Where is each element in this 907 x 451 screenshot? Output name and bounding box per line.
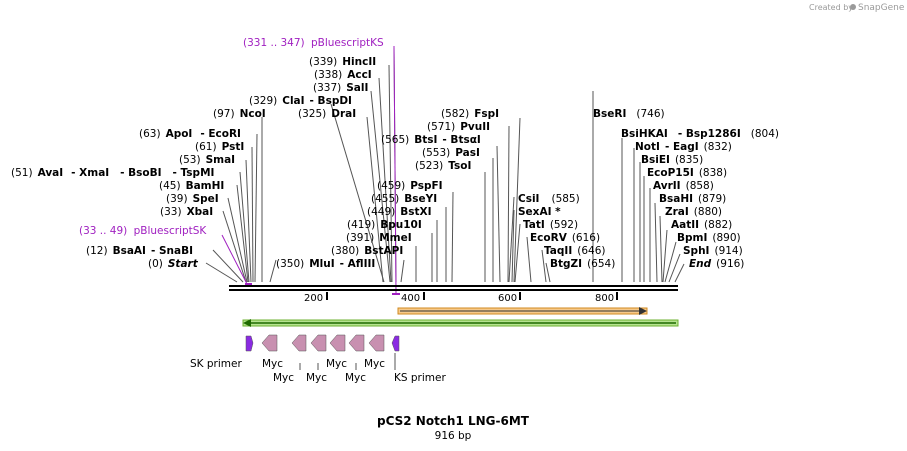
site-bsahi: BsaHI(879) — [659, 193, 726, 205]
site-bsiei: BsiEI(835) — [641, 154, 703, 166]
site-aatii: AatII(882) — [671, 219, 732, 231]
site-pspfi: (459)PspFI — [377, 180, 443, 192]
ks-primer-site-mark — [392, 293, 400, 295]
sequence-backbone — [229, 285, 678, 291]
features-row — [245, 334, 400, 370]
site-bamhi: (45)BamHI — [159, 180, 224, 192]
map-title: pCS2 Notch1 LNG-6MT — [377, 414, 530, 428]
brand-text: SnapGene — [858, 3, 905, 13]
site-bpu10i: (419)Bpu10I — [347, 219, 422, 231]
primer-connector-lines — [221, 45, 397, 294]
site-btsi: (565)BtsI- BtsαI — [381, 134, 481, 146]
left-site-labels: (339)HincII (338)AccI (337)SalI (329)Cla… — [11, 56, 376, 270]
myc-label-1: Myc — [262, 358, 283, 370]
site-bsihkai: BsiHKAI- Bsp1286I(804) — [621, 128, 779, 140]
myc-label-3: Myc — [306, 372, 327, 384]
tick-label-200: 200 — [304, 293, 323, 304]
site-taqii: TaqII(646) — [544, 245, 605, 257]
site-clai: (329)ClaI- BspDI — [249, 95, 352, 107]
site-spei: (39)SpeI — [166, 193, 219, 205]
tick-label-800: 800 — [595, 293, 614, 304]
myc-label-5: Myc — [345, 372, 366, 384]
map-subtitle: 916 bp — [435, 430, 472, 442]
site-ncoi: (97)NcoI — [213, 108, 266, 120]
site-csii: CsiI(585) — [518, 193, 580, 205]
middle-site-labels: (582)FspI (571)PvuII (565)BtsI- BtsαI (5… — [331, 108, 499, 257]
site-hincii: (339)HincII — [309, 56, 376, 68]
site-btgzi: BtgZI(654) — [550, 258, 615, 270]
site-tsoi: (523)TsoI — [415, 160, 471, 172]
right-site-labels: BseRI(746) BsiHKAI- Bsp1286I(804) NotI- … — [518, 108, 779, 270]
site-pvuii: (571)PvuII — [427, 121, 490, 133]
site-ecorv: EcoRV(616) — [530, 232, 600, 244]
site-end: End(916) — [689, 258, 744, 270]
primer-binding-marks — [245, 283, 400, 295]
myc-tag-2 — [291, 334, 307, 352]
site-acci: (338)AccI — [314, 69, 372, 81]
myc-tag-5 — [348, 334, 365, 352]
snapgene-logo — [850, 4, 856, 10]
ruler-ticks: 200 400 600 800 — [304, 292, 618, 304]
myc-label-2: Myc — [273, 372, 294, 384]
site-noti: NotI- EagI(832) — [635, 141, 732, 153]
myc-tag-6 — [368, 334, 385, 352]
sk-primer-site-mark — [245, 283, 252, 285]
myc-tag-4 — [329, 334, 346, 352]
site-fspi: (582)FspI — [441, 108, 499, 120]
site-bsaai: (12)BsaAI- SnaBI — [86, 245, 193, 257]
ks-primer-arrow — [391, 335, 400, 352]
site-mlui: (350)MluI- AflIII — [276, 258, 375, 270]
site-drai: (325)DraI — [298, 108, 356, 120]
site-xbai: (33)XbaI — [160, 206, 213, 218]
site-pasi: (553)PasI — [422, 147, 480, 159]
tick-label-600: 600 — [498, 293, 517, 304]
site-tati: TatI(592) — [523, 219, 578, 231]
site-sphi: SphI(914) — [683, 245, 743, 257]
site-bseri: BseRI(746) — [593, 108, 665, 120]
site-bseyi: (455)BseYI — [371, 193, 437, 205]
sk-primer-arrow — [245, 335, 254, 352]
sk-primer-label: SK primer — [190, 358, 242, 370]
myc-label-6: Myc — [364, 358, 385, 370]
site-sali: (337)SalI — [313, 82, 368, 94]
site-marker-lines — [205, 47, 685, 283]
ks-primer-binding-label: (331 .. 347) pBluescriptKS — [243, 37, 384, 49]
sk-primer-binding-label: (33 .. 49) pBluescriptSK — [79, 225, 207, 237]
site-bpmi: BpmI(890) — [677, 232, 741, 244]
site-mmei: (391)MmeI — [346, 232, 412, 244]
green-feature-arrow — [242, 319, 679, 327]
site-avai: (51)AvaI- XmaI - BsoBI - TspMI — [11, 167, 214, 179]
myc-label-4: Myc — [326, 358, 347, 370]
site-smai: (53)SmaI — [179, 154, 235, 166]
site-bstapi: (380)BstAPI — [331, 245, 403, 257]
orange-feature-arrow — [397, 307, 648, 315]
site-zrai: ZraI(880) — [665, 206, 722, 218]
credit-text: Created by — [809, 3, 853, 12]
ks-primer-label: KS primer — [394, 372, 446, 384]
myc-tag-3 — [310, 334, 327, 352]
site-avrii: AvrII(858) — [653, 180, 714, 192]
site-apoi: (63)ApoI- EcoRI — [139, 128, 241, 140]
site-sexai: SexAI * — [518, 206, 561, 218]
tick-label-400: 400 — [401, 293, 420, 304]
myc-tag-1 — [261, 334, 278, 352]
site-psti: (61)PstI — [195, 141, 244, 153]
site-ecop15i: EcoP15I(838) — [647, 167, 727, 179]
site-bstxi: (449)BstXI — [367, 206, 432, 218]
site-start: (0)Start — [148, 258, 199, 270]
